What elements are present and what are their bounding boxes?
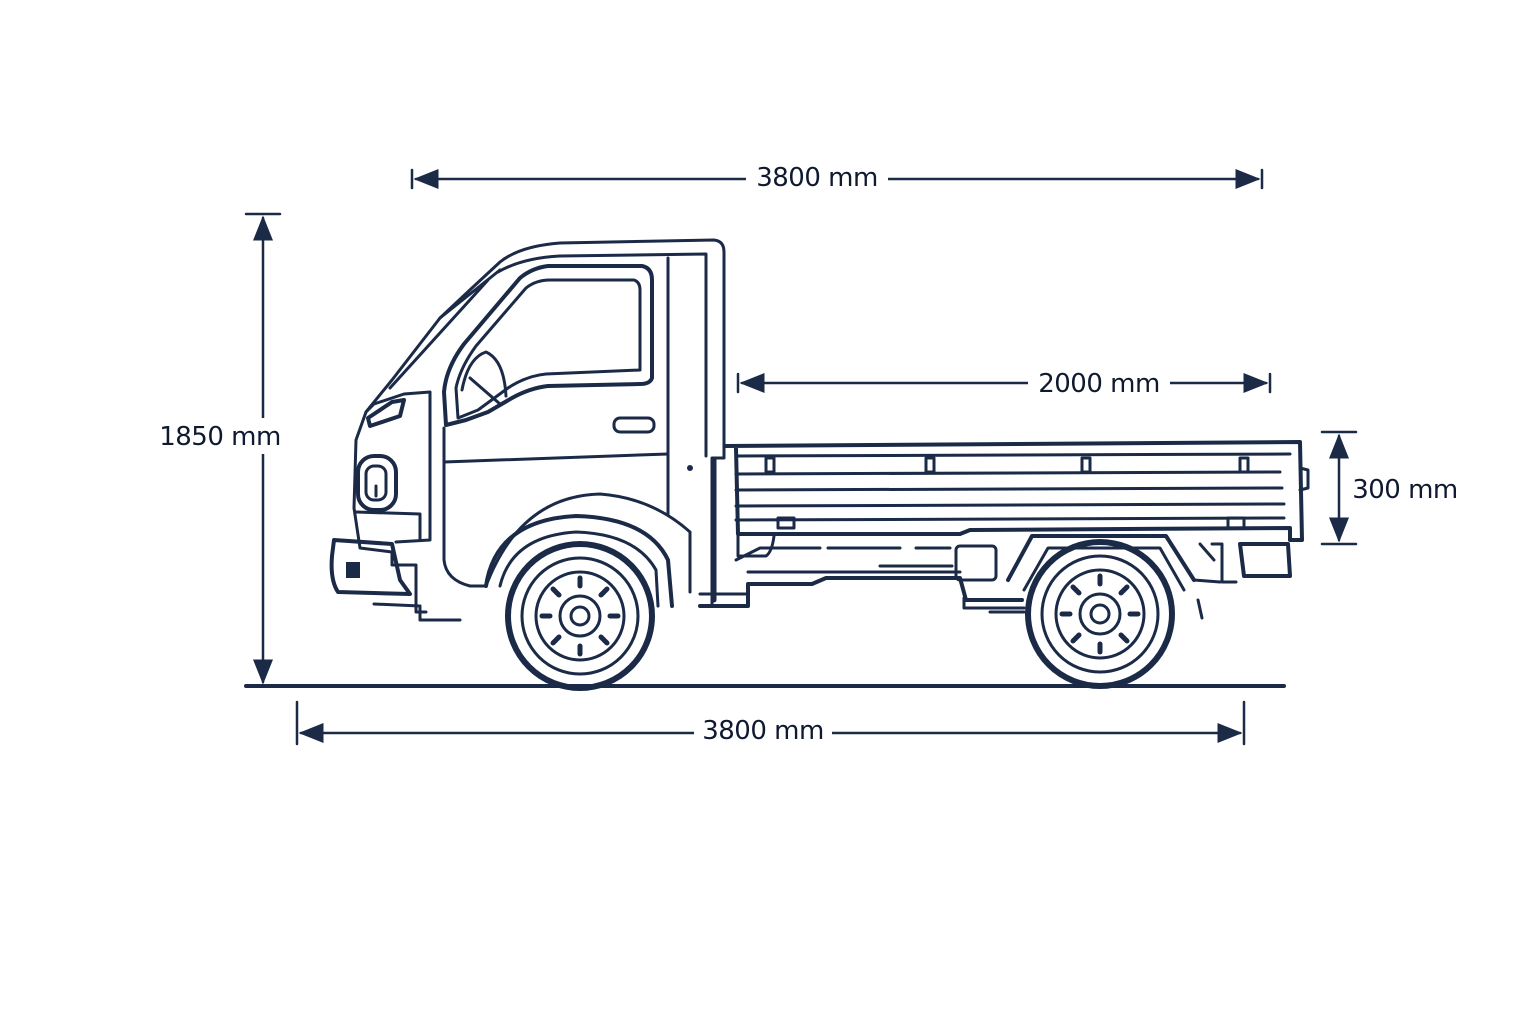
bed-latch-4 <box>1238 456 1250 474</box>
exhaust <box>962 596 1026 614</box>
dimension-label-overall-length-bottom: 3800 mm <box>702 716 824 746</box>
fog-light <box>346 562 360 578</box>
dimension-label-cargo-bed-length: 2000 mm <box>1038 369 1160 399</box>
cargo-bed-bottom-rail <box>734 516 1286 522</box>
bed-latch-1 <box>764 456 776 474</box>
door-window-inner <box>454 278 642 420</box>
dimension-overall-length-top: 3800 mm <box>410 160 1264 196</box>
rear-mudguard <box>1022 546 1186 592</box>
truck-illustration <box>329 238 1310 691</box>
cab-rivet <box>687 465 693 471</box>
cargo-bed-rib-2 <box>734 486 1284 492</box>
cargo-bed-rib-1 <box>734 470 1282 476</box>
bed-hook-2 <box>1226 516 1246 530</box>
headlight-inner <box>364 464 388 502</box>
bed-underside <box>736 532 776 558</box>
bumper-lower <box>372 602 462 622</box>
cargo-bed-rib-3 <box>734 502 1286 508</box>
cargo-bed-top-rail <box>734 452 1292 458</box>
front-fender <box>484 492 692 594</box>
rear-frame <box>1192 542 1238 620</box>
dimension-label-cargo-bed-height: 300 mm <box>1352 475 1458 505</box>
door-window <box>442 264 654 427</box>
front-bumper <box>329 538 412 596</box>
door-belt-line <box>442 452 670 464</box>
dimension-label-overall-height: 1850 mm <box>159 422 281 452</box>
door-handle <box>612 416 656 434</box>
windshield <box>388 268 502 390</box>
front-wheel-arch-inner <box>498 530 660 608</box>
chassis-crossmember <box>734 546 962 574</box>
front-face <box>364 390 432 544</box>
dimension-cargo-bed-length: 2000 mm <box>736 364 1272 400</box>
bed-hook-1 <box>776 516 796 530</box>
chassis-rail <box>698 576 1024 608</box>
rear-wheel <box>1025 539 1175 689</box>
cargo-bed-side <box>724 440 1304 542</box>
dimension-overall-length-bottom: 3800 mm <box>295 700 1246 748</box>
front-wheel <box>505 541 655 691</box>
bed-latch-2 <box>924 456 936 474</box>
rear-wheel-arch <box>1006 534 1196 582</box>
indicator-light <box>366 398 406 428</box>
cab-body <box>352 238 726 614</box>
door-panel <box>442 426 488 588</box>
dimension-overall-height: 1850 mm <box>156 212 284 685</box>
tailgate-latch <box>1298 466 1310 492</box>
front-grille-edge <box>354 510 422 542</box>
cab-roof-line <box>496 252 708 458</box>
rear-light <box>1238 542 1292 578</box>
steering-wheel <box>460 350 508 406</box>
front-wheel-arch <box>484 514 674 608</box>
dimension-label-overall-length-top: 3800 mm <box>756 163 878 193</box>
dimension-cargo-bed-height: 300 mm <box>1320 430 1466 546</box>
bed-latch-3 <box>1080 456 1092 474</box>
fuel-tank <box>954 544 998 582</box>
headlight <box>356 454 398 512</box>
